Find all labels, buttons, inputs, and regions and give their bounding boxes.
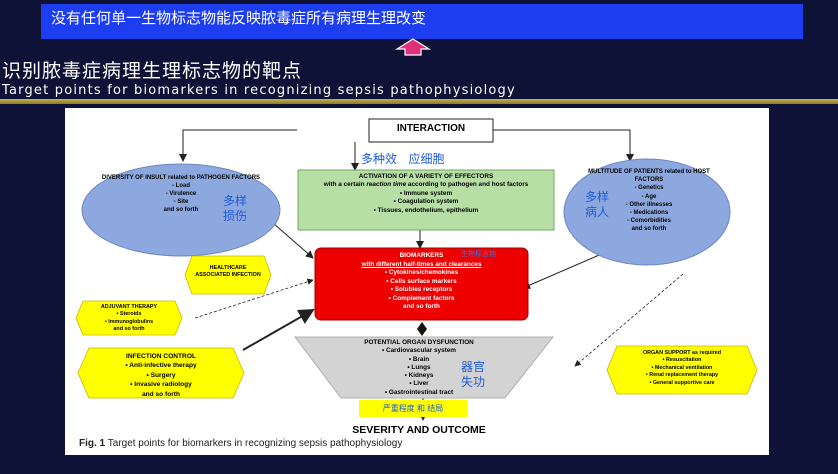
interaction-label: INTERACTION — [396, 123, 466, 134]
organ-support-hexagon — [606, 345, 758, 395]
organ-dysfunction-item: • Kidneys — [404, 372, 434, 380]
insult-cn-label: 多样 损伤 — [223, 194, 248, 223]
insult-title: DIVERSITY OF INSULT related to PATHOGEN … — [101, 175, 261, 181]
up-arrow-icon — [394, 38, 432, 56]
biomarkers-item: • Complement factors — [388, 294, 455, 302]
biomarkers-item: • Cytokines/chemokines — [384, 269, 459, 276]
insult-item: - Virulence — [165, 191, 197, 197]
organ-dysfunction-item: • Lungs — [407, 363, 431, 371]
patients-item: - Genetics — [634, 185, 664, 192]
effectors-cn-label: 多种效 应细胞 — [361, 152, 445, 166]
organ-dysfunction-trapezoid — [293, 336, 555, 399]
connector-interaction-insult — [179, 129, 297, 162]
insult-item: - Load — [172, 183, 190, 189]
patients-item: - Other illnesses — [625, 201, 673, 208]
healthcare-label: HEALTHCARE ASSOCIATED INFECTION — [195, 265, 261, 278]
figure-panel: INTERACTION 多种效 应细胞 ACTIVATION OF A VARI… — [65, 108, 769, 455]
effectors-sub-italic: reaction time — [366, 181, 407, 189]
infection-control-hexagon — [77, 347, 245, 399]
connector-organ-support — [574, 273, 684, 367]
infection-control-item: and so forth — [141, 390, 181, 398]
patients-item: and so forth — [631, 226, 667, 233]
organ-support-item: • General supportive care — [649, 379, 715, 386]
effectors-item: • Coagulation system — [393, 198, 459, 206]
adjuvant-text: ADJUVANT THERAPY • Steroids • Immunoglob… — [83, 304, 175, 334]
effectors-box — [297, 169, 555, 231]
insult-item: - Site — [173, 199, 189, 205]
insult-item: and so forth — [163, 207, 199, 213]
infection-control-item: • Invasive radiology — [130, 381, 192, 389]
healthcare-hexagon — [184, 255, 272, 295]
connector-interaction-patients — [457, 129, 634, 162]
severity-label: SEVERITY AND OUTCOME — [352, 424, 486, 436]
patients-item: - Age — [641, 193, 657, 200]
organ-dysfunction-item: • Cardiovascular system — [382, 347, 456, 355]
biomarkers-item: and so forth — [403, 303, 440, 310]
adjuvant-hexagon — [75, 300, 183, 336]
adjuvant-title: ADJUVANT THERAPY — [100, 304, 158, 310]
title-divider — [0, 99, 838, 104]
connector-infection-control — [242, 309, 315, 351]
organ-support-title: ORGAN SUPPORT as required — [642, 350, 722, 356]
severity-cn-label: 严重程度 和 结局 — [382, 404, 444, 413]
organ-dysfunction-item: • Brain — [408, 355, 430, 363]
insult-text: DIVERSITY OF INSULT related to PATHOGEN … — [101, 174, 261, 214]
effectors-sub-prefix: with a certain — [323, 181, 367, 189]
organ-dysfunction-item: • Gastrointestinal tract — [384, 388, 454, 396]
biomarkers-item: • Cells surface markers — [386, 277, 457, 285]
figure-caption: Fig. 1 Target points for biomarkers in r… — [79, 438, 402, 449]
slide-title-english: Target points for biomarkers in recogniz… — [2, 83, 516, 98]
biomarkers-title: BIOMARKERS — [399, 252, 444, 259]
connector-adjuvant-biomarkers — [194, 278, 314, 319]
insult-ellipse — [81, 163, 281, 257]
infection-control-item: • Surgery — [146, 371, 176, 379]
patients-text: MULTITUDE OF PATIENTS related to HOST FA… — [585, 168, 713, 234]
organ-dysfunction-title: POTENTIAL ORGAN DYSFUNCTION — [364, 339, 474, 346]
patients-item: - Medications — [629, 210, 669, 217]
infection-control-title: INFECTION CONTROL — [126, 353, 196, 360]
biomarkers-subtitle: with different half-times and clearances — [361, 260, 482, 268]
biomarkers-cn-label: 生物标志物 — [461, 251, 496, 258]
patients-ellipse — [563, 158, 731, 266]
infection-control-text: INFECTION CONTROL • Anti-infective thera… — [89, 352, 233, 399]
caption-text: Target points for biomarkers in recogniz… — [107, 438, 403, 449]
biomarkers-box — [314, 247, 529, 321]
top-banner: 没有任何单一生物标志物能反映脓毒症所有病理生理改变 — [41, 4, 803, 39]
organ-support-item: • Resuscitation — [662, 357, 702, 364]
slide-title-chinese: 识别脓毒症病理生理标志物的靶点 — [2, 60, 303, 82]
patients-cn-label: 多样 病人 — [585, 190, 610, 219]
diamond-marker — [417, 322, 427, 336]
organ-support-item: • Mechanical ventilation — [651, 364, 713, 371]
organ-support-text: ORGAN SUPPORT as required • Resuscitatio… — [617, 350, 747, 387]
effectors-sub-suffix: according to pathogen and host factors — [406, 181, 529, 189]
infection-control-item: • Anti-infective therapy — [125, 362, 197, 370]
adjuvant-item: • Immunoglobulins — [104, 318, 154, 325]
organ-dysfunction-text: POTENTIAL ORGAN DYSFUNCTION • Cardiovasc… — [331, 339, 507, 397]
effectors-subtitle: with a certain reaction time according t… — [298, 181, 554, 189]
interaction-box — [368, 118, 494, 143]
organ-dysfunction-item: • Liver — [409, 380, 429, 388]
patients-item: - Comorbidities — [626, 218, 671, 225]
effectors-title: ACTIVATION OF A VARIETY OF EFFECTORS — [358, 173, 494, 180]
biomarkers-item: • Solubles receptors — [390, 286, 453, 293]
effectors-text: ACTIVATION OF A VARIETY OF EFFECTORS wit… — [298, 173, 554, 215]
caption-label: Fig. 1 — [79, 438, 106, 449]
biomarkers-heading-row: BIOMARKERS 生物标志物 — [315, 251, 528, 261]
organ-support-item: • Renal replacement therapy — [645, 372, 719, 379]
effectors-item: • Immune system — [399, 189, 453, 197]
diagram-canvas — [75, 118, 758, 421]
adjuvant-item: • Steroids — [116, 311, 142, 318]
effectors-item: • Tissues, endothelium, epithelium — [373, 206, 479, 214]
biomarkers-text: BIOMARKERS 生物标志物 with different half-time… — [315, 251, 528, 312]
severity-cn-highlight — [359, 400, 467, 417]
organ-dysfunction-cn-label: 器官 失功 — [461, 360, 486, 389]
banner-text: 没有任何单一生物标志物能反映脓毒症所有病理生理改变 — [51, 9, 427, 27]
patients-title: MULTITUDE OF PATIENTS related to HOST FA… — [588, 169, 710, 184]
adjuvant-item: and so forth — [113, 326, 145, 333]
